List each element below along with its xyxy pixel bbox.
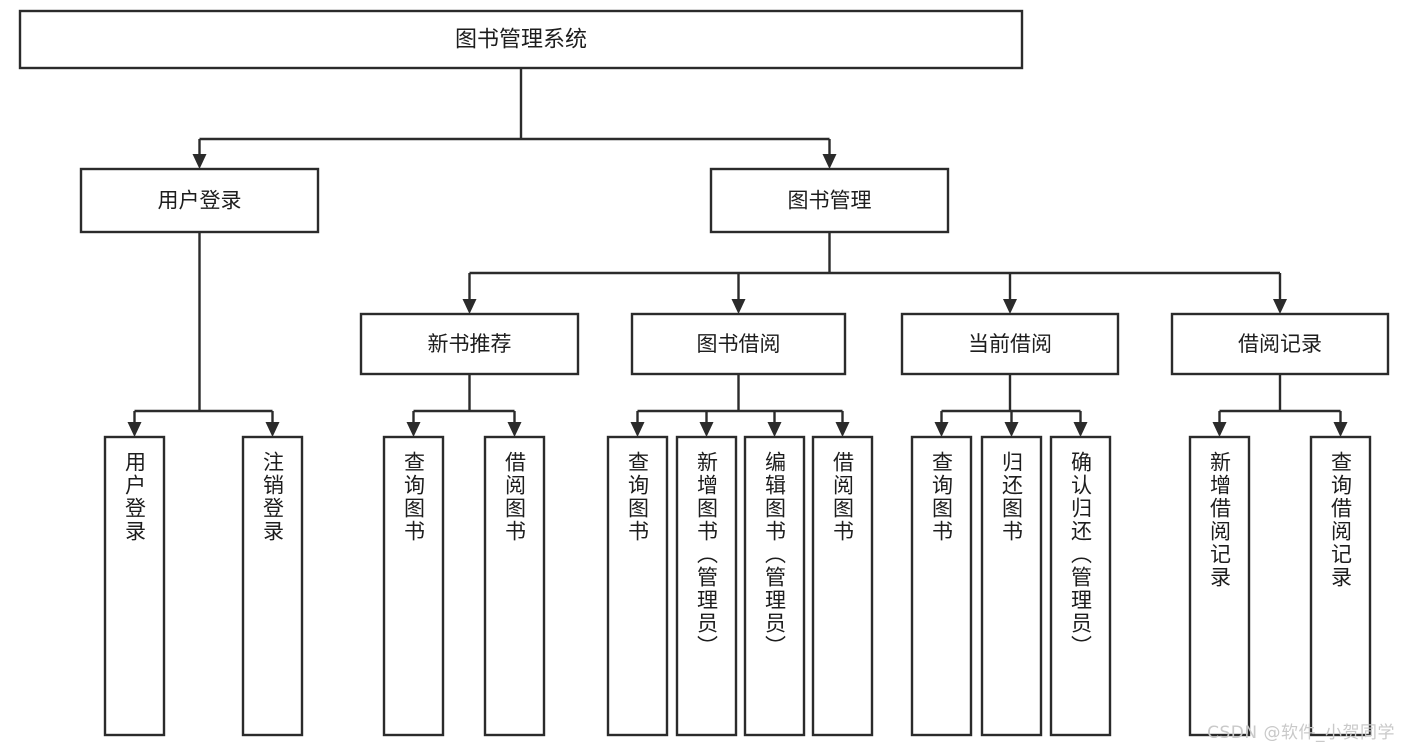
node-l2-0-label: 用户登录 [158,189,242,213]
node-l2-1-label: 图书管理 [788,189,872,213]
edge-leaf-9-arrowhead [1004,422,1019,437]
node-l2-1[interactable] [709,167,950,234]
node-leaf-1[interactable] [241,435,304,737]
node-l3-3-label: 借阅记录 [1238,332,1322,356]
node-leaf-8[interactable] [910,435,973,737]
node-l3-3[interactable] [1170,312,1390,376]
edge-leaf-4-arrowhead [630,422,645,437]
node-l3-1-label: 图书借阅 [697,332,781,356]
node-leaf-6[interactable] [743,435,806,737]
edge-leaf-2-arrowhead [406,422,421,437]
edge-l2-to-l3-3-arrowhead [1273,299,1287,314]
node-leaf-9[interactable] [980,435,1043,737]
node-l3-2[interactable] [900,312,1120,376]
node-leaf-11[interactable] [1188,435,1251,737]
edge-leaf-7-arrowhead [835,422,850,437]
node-leaf-7[interactable] [811,435,874,737]
boxes-layer [18,9,1390,737]
edge-leaf-12-arrowhead [1333,422,1348,437]
edge-leaf-1-arrowhead [265,422,280,437]
edge-leaf-11-arrowhead [1212,422,1227,437]
edge-leaf-10-arrowhead [1073,422,1088,437]
node-l3-0-label: 新书推荐 [428,332,512,356]
edge-leaf-0-arrowhead [127,422,142,437]
edge-leaf-6-arrowhead [767,422,782,437]
node-leaf-10[interactable] [1049,435,1112,737]
edge-leaf-8-arrowhead [934,422,949,437]
edge-root-to-l2-1-arrowhead [822,154,837,169]
node-root-book-management-system[interactable] [18,9,1024,70]
edge-l2-to-l3-2-arrowhead [1003,299,1017,314]
node-l3-1[interactable] [630,312,847,376]
edge-leaf-5-arrowhead [699,422,714,437]
node-l2-0[interactable] [79,167,320,234]
node-leaf-0[interactable] [103,435,166,737]
node-leaf-4[interactable] [606,435,669,737]
edge-l2-to-l3-1-arrowhead [731,299,746,314]
edge-leaf-3-arrowhead [507,422,522,437]
connectors-layer [127,68,1348,437]
node-leaf-2[interactable] [382,435,445,737]
edge-l2-to-l3-0-arrowhead [462,299,477,314]
node-l3-2-label: 当前借阅 [968,332,1052,356]
node-root-book-management-system-label: 图书管理系统 [455,28,587,53]
node-leaf-3[interactable] [483,435,546,737]
node-l3-0[interactable] [359,312,580,376]
node-leaf-12[interactable] [1309,435,1372,737]
edge-root-to-l2-0-arrowhead [192,154,207,169]
node-leaf-5[interactable] [675,435,738,737]
